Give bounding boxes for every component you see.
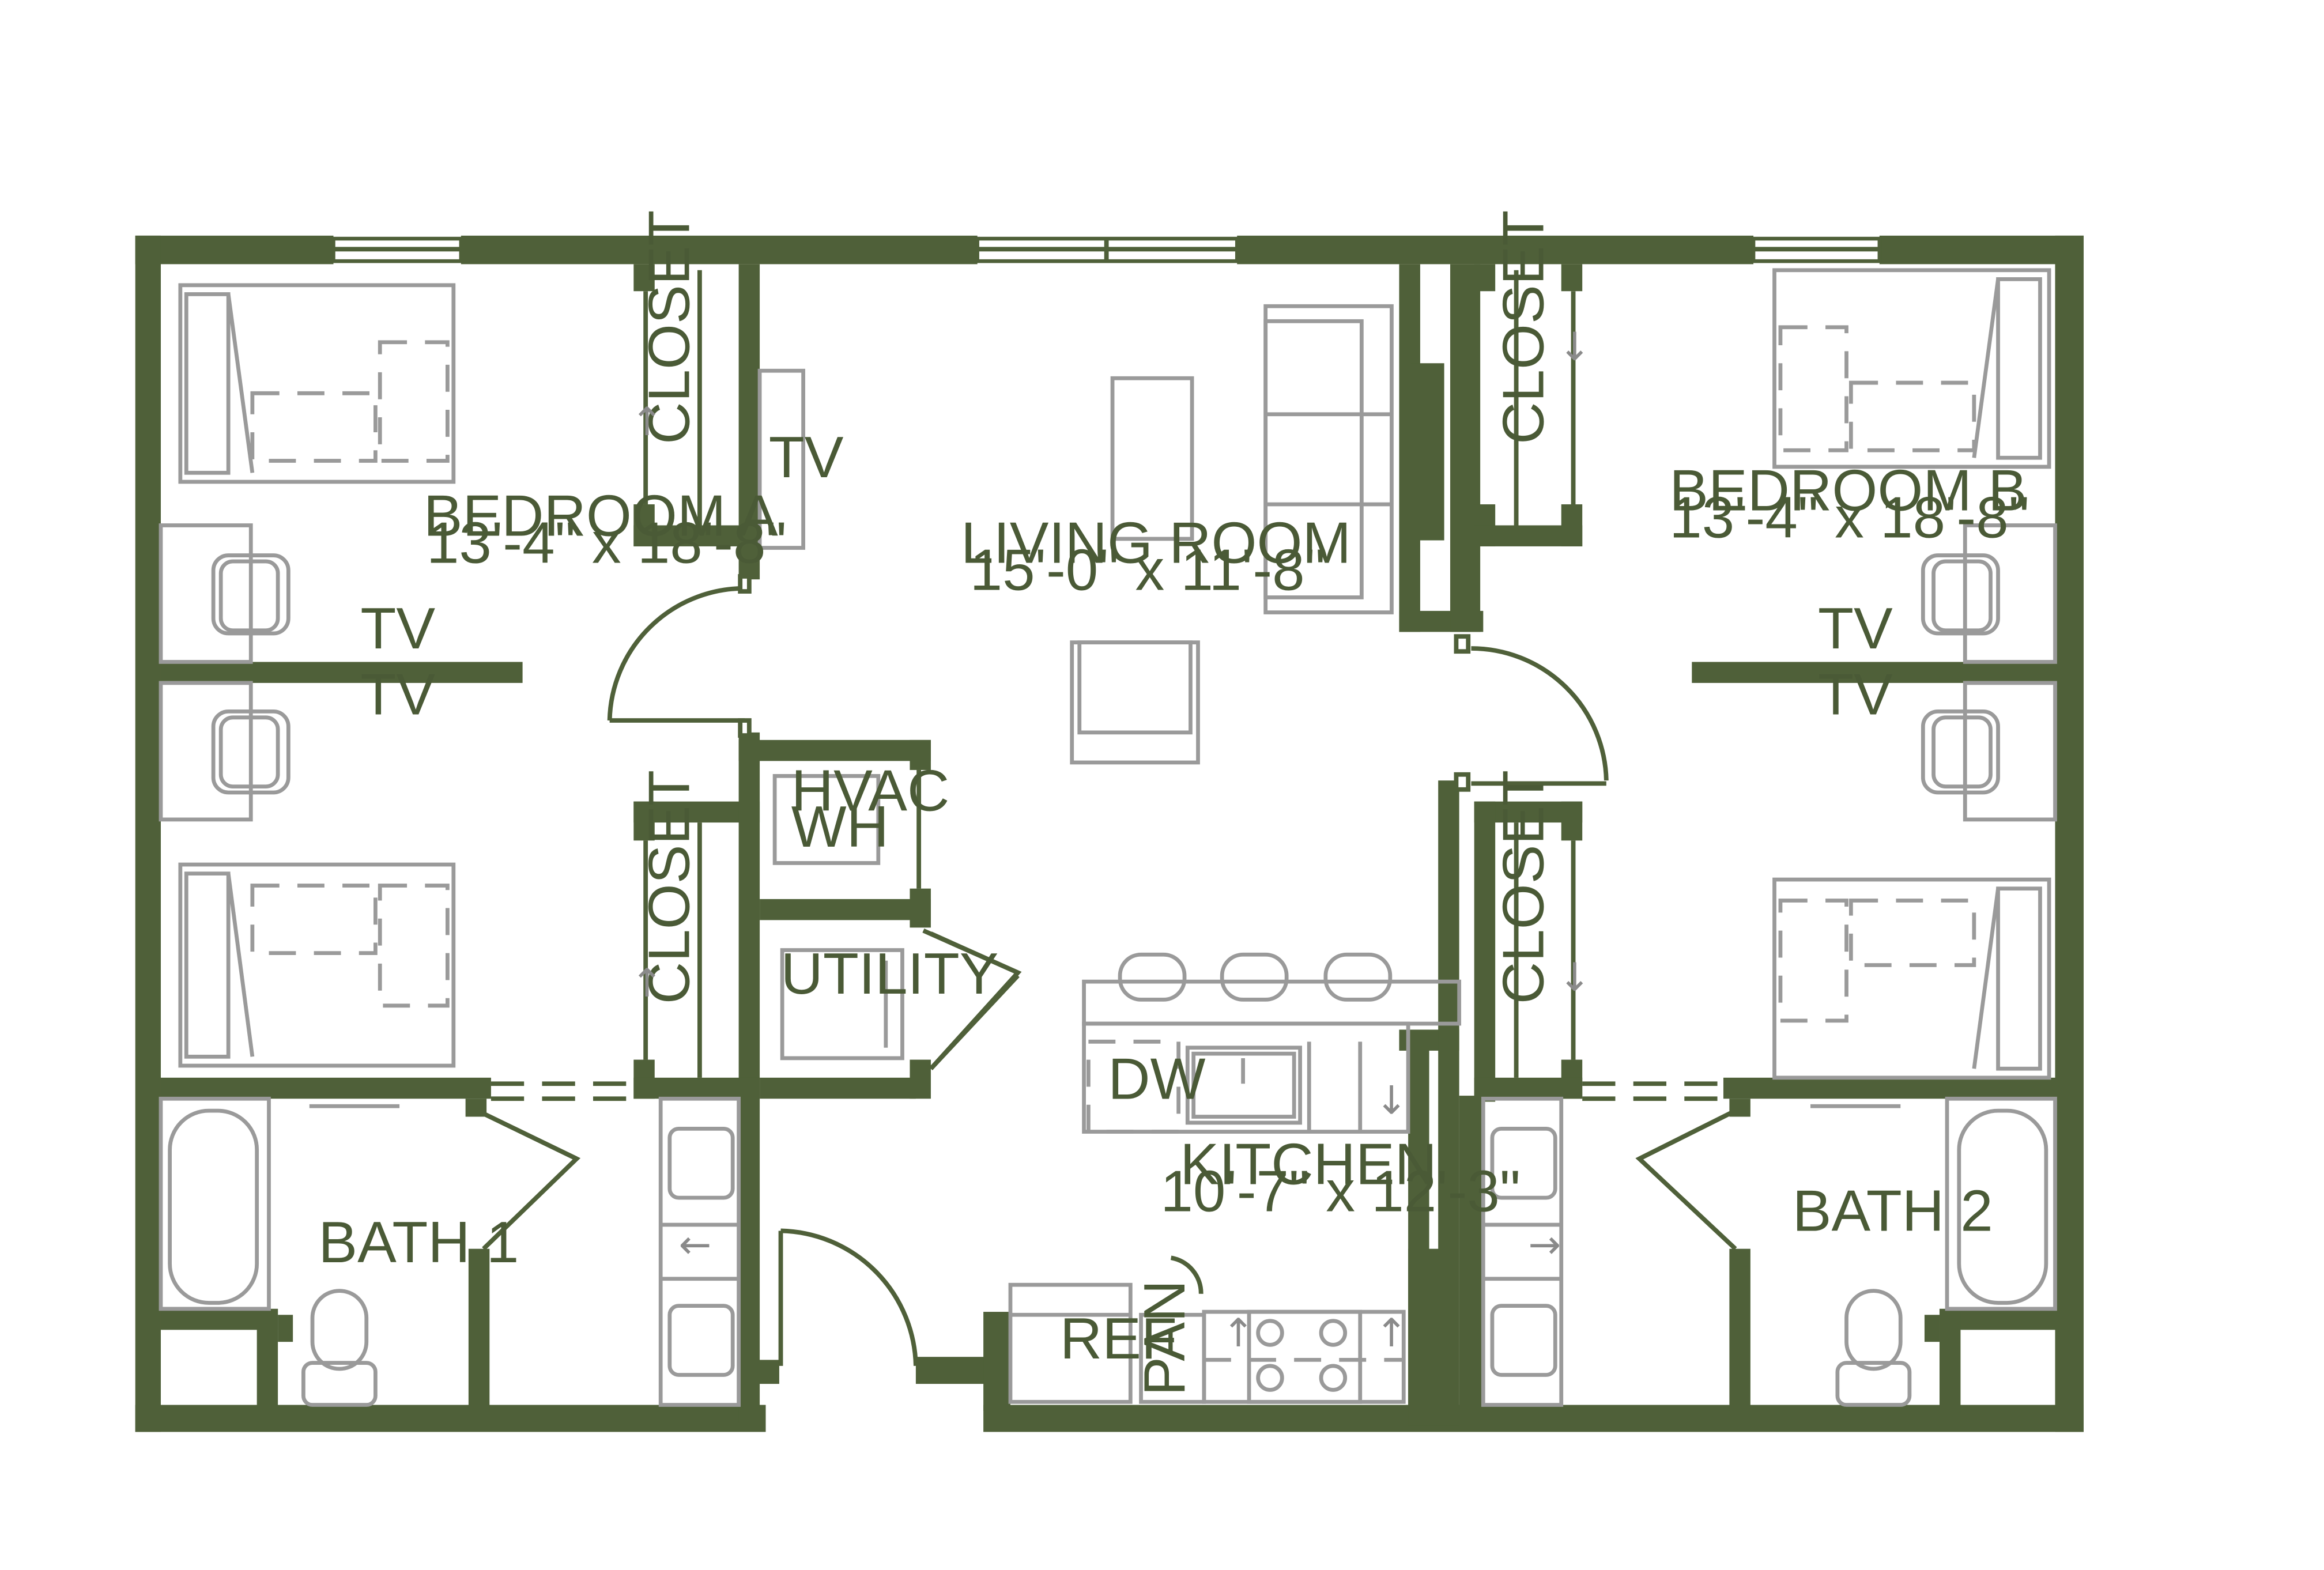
arrow-down-icon: ↓ bbox=[1559, 324, 1591, 369]
sink-icon bbox=[1185, 1046, 1302, 1125]
closet-label: CLOSET bbox=[636, 770, 702, 1004]
bedroom-a-door-swing bbox=[607, 586, 748, 721]
arrow-up-icon: ↑ bbox=[1375, 1310, 1408, 1356]
tv-label: TV bbox=[360, 595, 435, 661]
chair-icon bbox=[211, 553, 290, 636]
armchair-icon bbox=[1070, 640, 1200, 765]
bottom-wall-left bbox=[135, 1405, 766, 1432]
hvac-unit-icon bbox=[772, 773, 881, 865]
arrow-down-icon: ↓ bbox=[1559, 954, 1591, 1000]
vanity-icon bbox=[658, 1096, 741, 1407]
sink-icon bbox=[1490, 1304, 1557, 1377]
doors bbox=[476, 270, 1737, 1366]
left-wall bbox=[135, 235, 161, 1432]
chair-icon bbox=[1921, 553, 2000, 636]
bath-2-top-wall bbox=[1723, 1077, 2055, 1099]
bed-icon bbox=[1772, 268, 2051, 469]
coffee-table-icon bbox=[1110, 376, 1194, 541]
tv-label: TV bbox=[769, 424, 844, 490]
bedroom-b-name: BEDROOM B bbox=[1669, 457, 2027, 523]
stool-icon bbox=[1323, 952, 1393, 1002]
chair-icon bbox=[1921, 709, 2000, 795]
bedroom-b-door-swing bbox=[1471, 646, 1609, 781]
tv-label: TV bbox=[1818, 662, 1893, 727]
bed-icon bbox=[178, 283, 456, 484]
kitchen-fixtures bbox=[1008, 979, 1462, 1404]
wh-label: WH bbox=[791, 794, 889, 859]
bedroom-b-furniture bbox=[1772, 268, 2057, 1080]
vanity-icon bbox=[1481, 1096, 1564, 1407]
sink-icon bbox=[667, 1304, 735, 1377]
desk-icon bbox=[159, 681, 253, 822]
bath-2-name: BATH 2 bbox=[1793, 1178, 1993, 1243]
closet-label: CLOSET bbox=[1490, 210, 1556, 444]
bedroom-a-name: BEDROOM A bbox=[424, 483, 778, 549]
ref-label: REF bbox=[1060, 1305, 1177, 1371]
desk-icon bbox=[159, 523, 253, 664]
bathtub-icon bbox=[159, 1096, 271, 1311]
room-labels: BEDROOM A 13'-4" x 18'-8" BEDROOM B 13'-… bbox=[318, 210, 2029, 1396]
stool-icon bbox=[1220, 952, 1289, 1002]
arrow-left-icon: ← bbox=[678, 1221, 711, 1267]
toilet-icon bbox=[1835, 1361, 1912, 1407]
tv-label: TV bbox=[360, 662, 435, 727]
bottom-wall-right bbox=[983, 1405, 2084, 1432]
bed-icon bbox=[1772, 877, 2051, 1080]
bath-1-name: BATH 1 bbox=[318, 1209, 519, 1275]
interior-walls bbox=[160, 264, 2055, 1426]
top-wall-left bbox=[135, 235, 334, 265]
top-wall-center bbox=[1237, 235, 1754, 265]
desk-icon bbox=[1963, 523, 2057, 664]
living-room-size: 15'-0" x 11'-8" bbox=[970, 537, 1326, 602]
living-room-name: LIVING ROOM bbox=[961, 510, 1351, 576]
kitchen-size: 10'-7" x 12'-3" bbox=[1160, 1158, 1521, 1224]
sink-icon bbox=[667, 1126, 735, 1200]
dw-label: DW bbox=[1108, 1046, 1205, 1111]
desk-icon bbox=[1963, 681, 2057, 822]
arrow-up-icon: ↑ bbox=[631, 960, 663, 1006]
kitchen-name: KITCHEN bbox=[1180, 1131, 1437, 1197]
windows bbox=[331, 236, 1882, 263]
bath-2-fixtures bbox=[1481, 1096, 2057, 1407]
chair-icon bbox=[211, 709, 290, 795]
refrigerator-icon bbox=[1008, 1282, 1133, 1404]
kitchen-island bbox=[1082, 979, 1462, 1026]
closet-label: CLOSET bbox=[1490, 770, 1556, 1004]
pan-label: PAN bbox=[1131, 1280, 1197, 1396]
stove-icon bbox=[1247, 1309, 1363, 1404]
arrow-up-icon: ↑ bbox=[1222, 1310, 1255, 1356]
hvac-label: HVAC bbox=[791, 757, 950, 823]
bath-1-fixtures bbox=[159, 1096, 741, 1407]
bathtub-icon bbox=[1945, 1096, 2057, 1311]
bedroom-a-furniture bbox=[159, 283, 805, 1068]
utility-unit-icon bbox=[780, 948, 904, 1060]
bedroom-b-size: 13'-4" x 18'-8" bbox=[1669, 484, 2029, 550]
top-wall-mid bbox=[461, 235, 978, 265]
dishwasher-icon bbox=[1086, 1039, 1181, 1134]
utility-area bbox=[772, 773, 904, 1060]
right-wall bbox=[2055, 235, 2084, 1432]
bed-icon bbox=[178, 862, 456, 1068]
arrow-down-icon: ↓ bbox=[1375, 1077, 1408, 1123]
living-room-furniture bbox=[1070, 304, 1394, 1002]
bedroom-a-size: 13'-4" x 18'-8" bbox=[427, 510, 787, 576]
bath-1-top-wall bbox=[160, 1077, 491, 1099]
entry-door-swing bbox=[780, 1228, 918, 1366]
toilet-icon bbox=[301, 1361, 378, 1407]
closet-label: CLOSET bbox=[636, 210, 702, 444]
top-wall-right bbox=[1879, 235, 2084, 265]
kitchen-counter bbox=[1082, 1021, 1410, 1134]
arrow-up-icon: ↑ bbox=[631, 399, 663, 444]
sink-icon bbox=[1490, 1126, 1557, 1200]
tv-console-icon bbox=[757, 368, 805, 550]
exterior-walls bbox=[135, 235, 2084, 1432]
bedroom-a-tv-wall bbox=[160, 662, 523, 683]
stool-icon bbox=[1118, 952, 1187, 1002]
bedroom-b-tv-wall bbox=[1692, 662, 2055, 683]
arrow-right-icon: → bbox=[1528, 1221, 1561, 1267]
bath-2-door bbox=[1635, 1108, 1737, 1251]
tv-label: TV bbox=[1818, 595, 1893, 661]
utility-label: UTILITY bbox=[781, 941, 999, 1006]
